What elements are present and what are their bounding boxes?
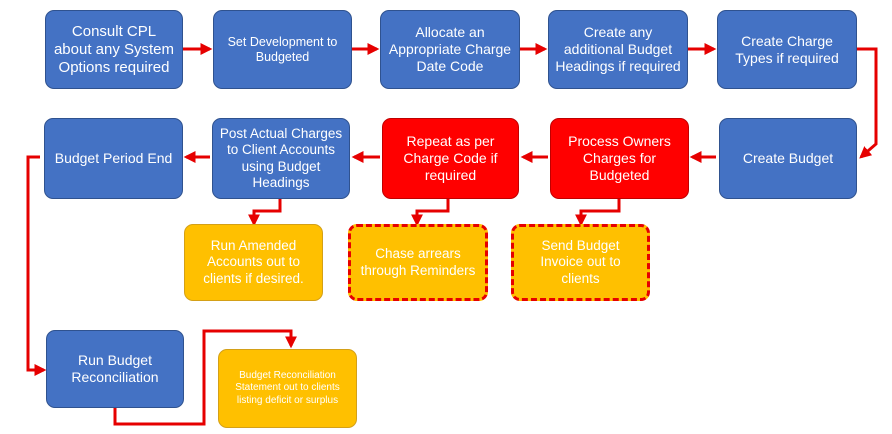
repeat-charge-code-label: Repeat as per Charge Code if required (403, 133, 498, 183)
consult-cpl-label: Consult CPL about any System Options req… (53, 22, 175, 76)
edge-process-owners-to-send-invoice (575, 199, 621, 227)
send-budget-invoice-label: Send Budget Invoice out to clients (540, 238, 621, 286)
create-budget-headings-label: Create any additional Budget Headings if… (555, 24, 681, 74)
budget-period-end-node: Budget Period End (44, 118, 183, 199)
create-budget-headings-node: Create any additional Budget Headings if… (548, 10, 688, 89)
allocate-charge-date-node: Allocate an Appropriate Charge Date Code (380, 10, 520, 89)
send-budget-invoice-node: Send Budget Invoice out to clients (511, 224, 650, 301)
allocate-charge-date-label: Allocate an Appropriate Charge Date Code (388, 24, 512, 74)
create-budget-label: Create Budget (742, 150, 834, 167)
post-actual-charges-label: Post Actual Charges to Client Accounts u… (219, 126, 343, 190)
run-budget-reconciliation-node: Run Budget Reconciliation (46, 330, 184, 408)
create-budget-node: Create Budget (719, 118, 857, 199)
process-owners-charges-label: Process Owners Charges for Budgeted (568, 133, 671, 183)
budget-period-end-label: Budget Period End (54, 150, 173, 167)
process-owners-charges-node: Process Owners Charges for Budgeted (550, 118, 689, 199)
post-actual-charges-node: Post Actual Charges to Client Accounts u… (212, 118, 350, 199)
edge-post-actual-to-run-amended (248, 199, 282, 227)
run-amended-accounts-node: Run Amended Accounts out to clients if d… (184, 224, 323, 301)
consult-cpl-node: Consult CPL about any System Options req… (45, 10, 183, 89)
run-budget-reconciliation-label: Run Budget Reconciliation (71, 352, 159, 385)
create-charge-types-node: Create Charge Types if required (717, 10, 857, 89)
reconciliation-statement-node: Budget Reconciliation Statement out to c… (218, 349, 357, 428)
repeat-charge-code-node: Repeat as per Charge Code if required (382, 118, 519, 199)
create-charge-types-label: Create Charge Types if required (735, 32, 839, 66)
edge-period-end-to-run-reconciliation (26, 155, 47, 376)
set-development-node: Set Development to Budgeted (213, 10, 352, 89)
edge-run-reconciliation-to-statement (113, 329, 297, 426)
reconciliation-statement-label: Budget Reconciliation Statement out to c… (235, 369, 340, 406)
run-amended-accounts-label: Run Amended Accounts out to clients if d… (203, 238, 304, 286)
chase-arrears-node: Chase arrears through Reminders (348, 224, 488, 301)
chase-arrears-label: Chase arrears through Reminders (360, 246, 476, 278)
edge-create-charge-types-to-create-budget (857, 47, 878, 159)
edge-repeat-charge-to-chase-arrears (411, 199, 450, 227)
set-development-label: Set Development to Budgeted (227, 34, 338, 64)
